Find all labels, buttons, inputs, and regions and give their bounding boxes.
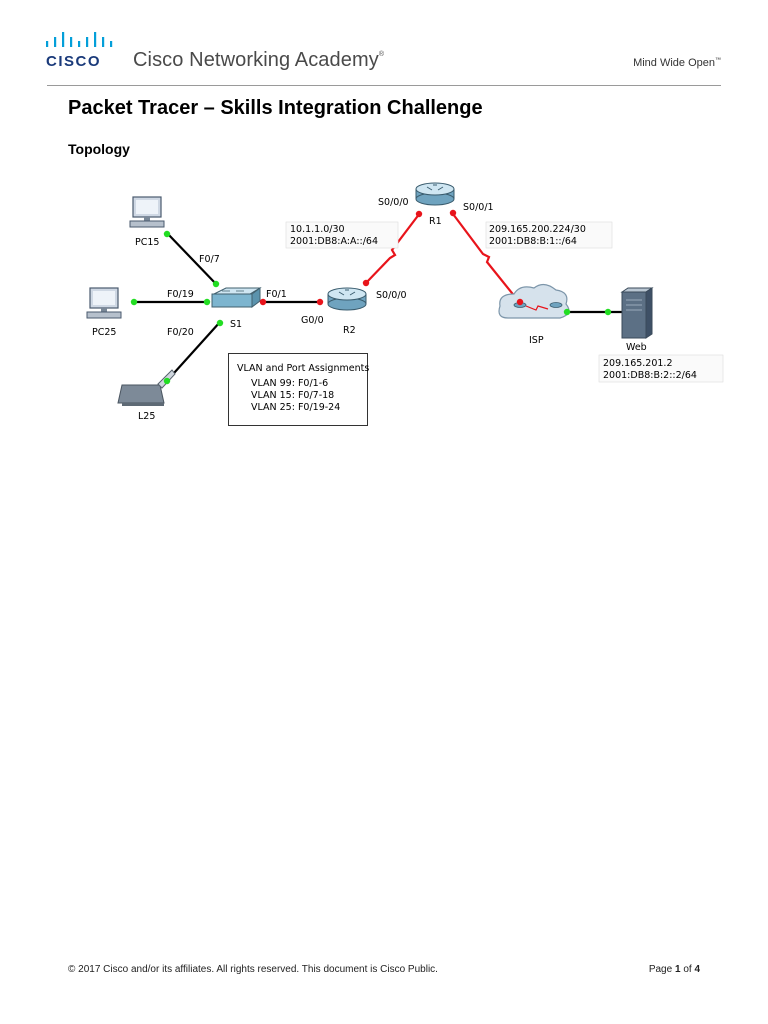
footer-page-number: Page 1 of 4 — [648, 964, 700, 975]
serial-cables — [364, 212, 521, 304]
cable-r1-isp-serial — [452, 213, 521, 304]
vlan-line-99: VLAN 99: F0/1-6 — [251, 378, 329, 389]
l25-laptop-device[interactable] — [117, 369, 176, 406]
port-label-r1-s001: S0/0/1 — [463, 202, 494, 213]
topology-diagram: PC15 PC25 L25 S1 R2 R1 ISP Web F0/7 F0/1… — [86, 182, 724, 422]
network-label-r1-r2-ipv6: 2001:DB8:A:A::/64 — [290, 236, 378, 247]
footer-copyright: © 2017 Cisco and/or its affiliates. All … — [68, 964, 438, 975]
port-label-r2-s000: S0/0/0 — [376, 290, 407, 301]
web-label: Web — [626, 342, 647, 353]
page-header: CISCO Cisco Networking Academy® Mind Wid… — [0, 0, 768, 90]
r1-router-device[interactable] — [415, 182, 455, 206]
vlan-line-25: VLAN 25: F0/19-24 — [251, 402, 341, 413]
pc25-label: PC25 — [92, 327, 116, 338]
port-label-f01: F0/1 — [266, 289, 287, 300]
pc15-device[interactable] — [129, 196, 165, 228]
r2-label: R2 — [343, 325, 356, 336]
isp-cloud-device[interactable] — [498, 283, 570, 319]
port-label-r1-s000: S0/0/0 — [378, 197, 409, 208]
vlan-assignments-box: VLAN and Port Assignments VLAN 99: F0/1-… — [228, 353, 370, 426]
pc25-device[interactable] — [86, 287, 122, 319]
r1-label: R1 — [429, 216, 442, 227]
web-server-device[interactable] — [620, 287, 654, 339]
s1-switch-device[interactable] — [211, 287, 262, 308]
academy-name: Cisco Networking Academy® — [133, 49, 385, 71]
isp-label: ISP — [529, 335, 544, 346]
vlan-line-15: VLAN 15: F0/7-18 — [251, 390, 335, 401]
network-label-r1-isp-ipv4: 209.165.200.224/30 — [489, 224, 586, 235]
s1-label: S1 — [230, 319, 242, 330]
vlan-box-title: VLAN and Port Assignments — [237, 363, 370, 374]
cable-pc15-s1 — [166, 232, 218, 286]
pc15-label: PC15 — [135, 237, 159, 248]
web-ipv4-label: 209.165.201.2 — [603, 358, 673, 369]
tagline: Mind Wide Open™ — [633, 57, 721, 69]
svg-text:CISCO: CISCO — [46, 53, 101, 70]
link-status-lights — [130, 209, 612, 385]
network-label-r1-r2-ipv4: 10.1.1.0/30 — [290, 224, 345, 235]
document-title: Packet Tracer – Skills Integration Chall… — [68, 97, 483, 119]
cable-r2-r1-serial — [364, 212, 421, 285]
cisco-logo: CISCO — [46, 32, 113, 70]
port-label-f07: F0/7 — [199, 254, 220, 265]
section-heading-topology: Topology — [68, 141, 130, 157]
port-label-f020: F0/20 — [167, 327, 194, 338]
port-label-g00: G0/0 — [301, 315, 324, 326]
l25-label: L25 — [138, 411, 155, 422]
network-label-r1-isp-ipv6: 2001:DB8:B:1::/64 — [489, 236, 577, 247]
header-divider — [47, 85, 721, 86]
port-label-f019: F0/19 — [167, 289, 194, 300]
r2-router-device[interactable] — [327, 287, 367, 311]
web-ipv6-label: 2001:DB8:B:2::2/64 — [603, 370, 697, 381]
